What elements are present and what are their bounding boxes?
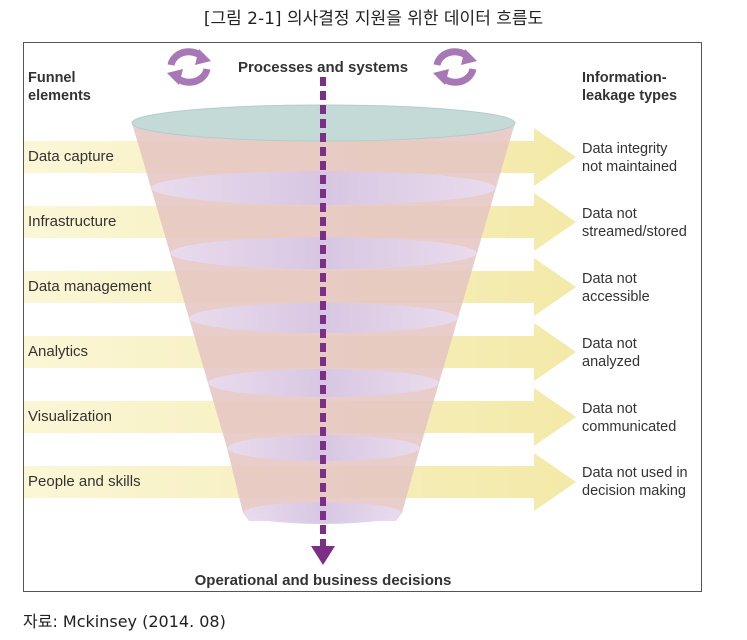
funnel-elements-header: Funnel elements <box>28 70 91 104</box>
stage-label-data-capture: Data capture <box>28 148 114 165</box>
center-flow-arrow <box>311 77 335 565</box>
stage-label-infrastructure: Infrastructure <box>28 213 117 230</box>
funnel-ring-1 <box>151 171 496 205</box>
funnel-band-6 <box>227 448 420 513</box>
stage-label-people-and-skills: People and skills <box>28 473 141 490</box>
diagram-frame: Processes and systems Operational and bu… <box>23 42 702 592</box>
top-label: Processes and systems <box>238 59 408 76</box>
funnel-diagram: Processes and systems Operational and bu… <box>24 48 576 589</box>
source-note: 자료: Mckinsey (2014. 08) <box>23 612 226 631</box>
funnel-band-3 <box>170 253 477 318</box>
cycle-icon-right <box>433 48 477 86</box>
figure-title: [그림 2-1] 의사결정 지원을 위한 데이터 흐름도 <box>203 9 544 29</box>
stage-label-analytics: Analytics <box>28 343 89 360</box>
leakage-types-header: Information- leakage types <box>582 70 678 104</box>
funnel-ring-4 <box>208 369 439 397</box>
stage-label-visualization: Visualization <box>28 408 112 425</box>
bottom-label: Operational and business decisions <box>195 572 452 589</box>
stage-label-data-management: Data management <box>28 278 152 295</box>
cycle-icon-left <box>167 48 211 86</box>
